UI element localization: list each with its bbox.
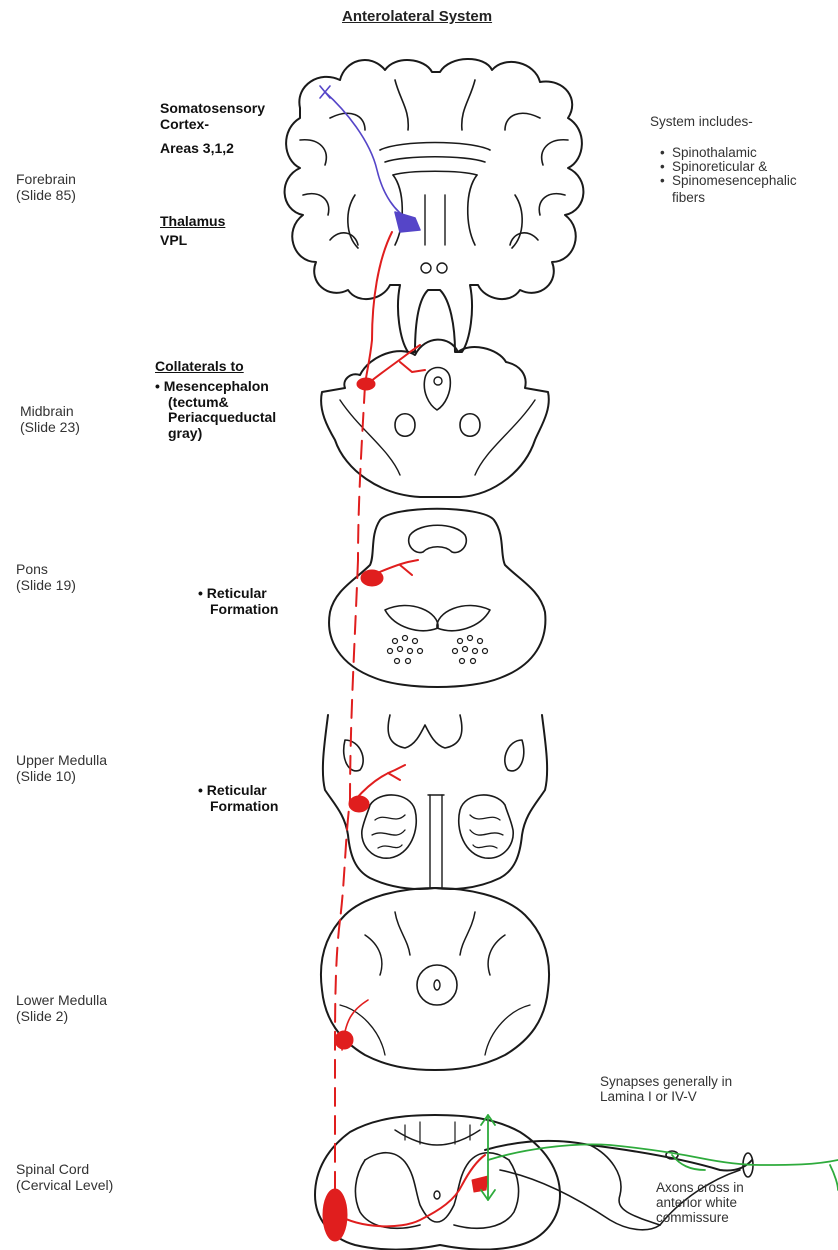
system-item: Spinomesencephalic (672, 174, 797, 188)
system-includes-heading: System includes- (650, 114, 753, 129)
system-item: Spinothalamic (672, 146, 797, 160)
tract-nuclei (323, 378, 488, 1241)
system-includes-list: Spinothalamic Spinoreticular & Spinomese… (658, 146, 797, 189)
label-collaterals: Collaterals to (155, 359, 244, 375)
label-reticular-formation-pons: • Reticular Formation (198, 586, 278, 617)
level-label-pons: Pons(Slide 19) (16, 562, 76, 593)
midbrain-section (321, 340, 549, 497)
level-label-lower-medulla: Lower Medulla(Slide 2) (16, 993, 107, 1024)
label-reticular-formation-medulla: • Reticular Formation (198, 783, 278, 814)
level-label-spinal-cord: Spinal Cord(Cervical Level) (16, 1162, 113, 1193)
label-mesencephalon: • Mesencephalon (tectum& Periacqueductal… (155, 379, 276, 442)
label-thalamus: Thalamus (160, 214, 225, 230)
level-label-upper-medulla: Upper Medulla(Slide 10) (16, 753, 107, 784)
pons-section (329, 509, 545, 687)
forebrain-section (285, 59, 584, 352)
label-vpl: VPL (160, 233, 187, 249)
lower-medulla-section (321, 888, 549, 1070)
system-item: Spinoreticular & (672, 160, 797, 174)
label-areas: Areas 3,1,2 (160, 141, 234, 157)
system-includes-continuation: fibers (672, 190, 705, 205)
diagram-title: Anterolateral System (342, 9, 492, 26)
level-label-forebrain: Forebrain(Slide 85) (16, 172, 76, 203)
level-label-midbrain: Midbrain(Slide 23) (20, 404, 80, 435)
